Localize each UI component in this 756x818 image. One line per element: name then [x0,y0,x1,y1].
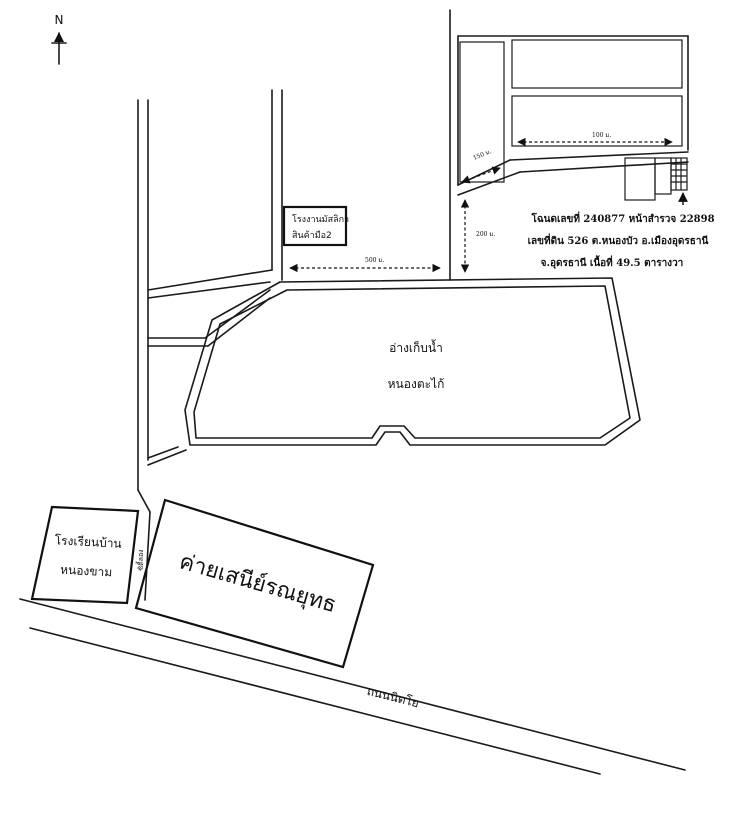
school-box [30,505,140,605]
distance-500: 500 ม. [365,257,384,264]
camp-box [134,498,375,669]
dimension-150 [461,166,501,184]
factory-label-2: สินค้ามือ2 [292,230,332,241]
school-label-2: หนองขาม [60,563,113,580]
lane-label: ซิตี้ลอง [134,549,145,570]
reservoir-label-2: หนองตะไก้ [388,377,445,391]
factory-label-1: โรงงานมัสลิกา [292,214,349,225]
deed-text-2: เลขที่ดิน 526 ต.หนองบัว อ.เมืองอุดรธานี [528,233,709,247]
reservoir-label-1: อ่างเก็บน้ำ [389,339,443,355]
north-label: N [55,13,64,27]
parcel-right [459,39,683,183]
reservoir-outline [184,277,641,446]
school-label-1: โรงเรียนบ้าน [54,533,122,550]
main-road [19,598,686,775]
factory-box [282,205,348,247]
parcel-left-small [147,289,271,466]
camp-label: ค่ายเสนีย์รณยุทธ [177,549,340,618]
north-arrow-icon [51,32,67,65]
distance-200: 200 ม. [476,231,495,238]
road-north-left [137,99,151,601]
road-north-middle [147,89,283,299]
road-label: ถนนนิตโย [365,684,420,710]
deed-text-1: โฉนดเลขที่ 240877 หน้าสำรวจ 22898 [530,211,714,225]
distance-150: 150 ม. [472,148,493,162]
plot-buildings [624,157,688,201]
deed-text-3: จ.อุดรธานี เนื้อที่ 49.5 ตารางวา [541,255,684,269]
distance-100: 100 ม. [592,132,611,139]
